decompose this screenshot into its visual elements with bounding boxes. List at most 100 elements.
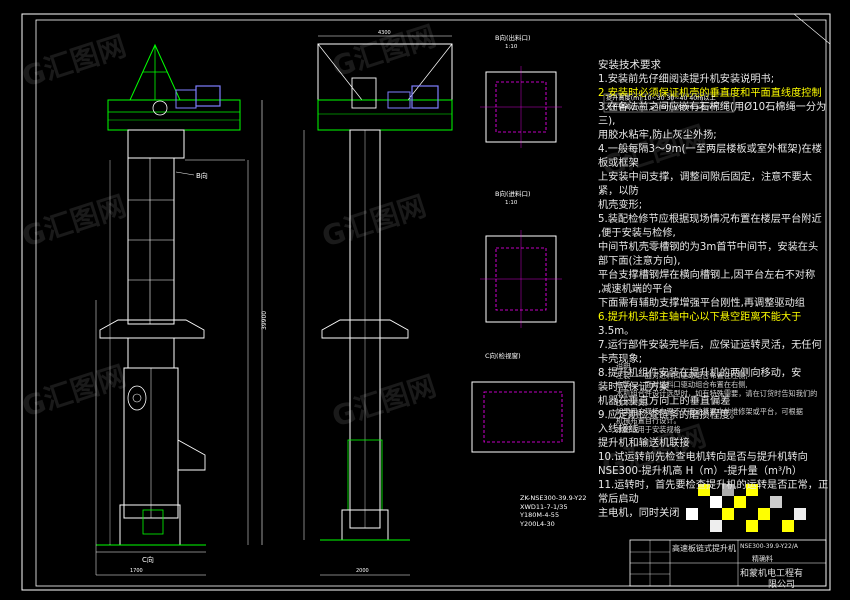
total-height-label: 39900 — [261, 311, 268, 330]
spec-table — [603, 93, 735, 113]
overlay-note-line: 如果用户现场布置不下驱动装置中的维修架或平台，可根据 — [616, 407, 803, 416]
parts-list-item: Y180M-4-55 — [520, 511, 560, 519]
company-name: 和蒙机电工程有 — [740, 569, 804, 579]
note-line: 3.在各法兰之间应嵌有石棉绳(用Ø10石棉绳一分为 — [598, 102, 827, 113]
bottom-dim-left-label: 1700 — [130, 568, 143, 574]
overlay-note-line: 技术人员。 — [616, 398, 652, 407]
note-line: 板或框架 — [598, 158, 639, 169]
outer-border — [21, 13, 831, 591]
note-line: 平台支撑槽钢焊在横向槽钢上,因平台左右不对称 — [598, 270, 816, 281]
note-line: 5.装配检修节应根据现场情况布置在楼层平台附近 — [598, 214, 822, 225]
parts-list-item: XWD11-7-1/35 — [520, 502, 568, 511]
note-line: 上安装中间支撑，调整间隙后固定，注意不要太 — [598, 172, 812, 183]
casing-upper — [127, 157, 175, 325]
pixelated-mark — [686, 484, 806, 532]
spec-row-1: 提升高度(m) 10~30 30~40 40m以上 — [606, 95, 716, 102]
side-reducer — [387, 91, 411, 109]
parts-list-item: Y200L4-30 — [520, 519, 555, 528]
side-width-label: 4300 — [378, 30, 391, 36]
outlet-view-scale: 1:10 — [505, 44, 518, 50]
inlet-chute — [177, 439, 206, 471]
material-label: 精确料 — [752, 555, 773, 563]
inlet-view-label: B向(进料口) — [495, 189, 531, 198]
note-line: 11.运转时，首先要检查提升机的运转是否正常，正 — [598, 480, 829, 491]
tail-sprocket-box — [142, 509, 164, 535]
side-mid-platform — [321, 319, 409, 339]
overlay-note-line: 说明 — [616, 362, 631, 371]
note-line: 入线接线 — [598, 424, 639, 435]
note-line: 3.5m。 — [598, 326, 635, 337]
outlet-view-label: B向(出料口) — [495, 33, 531, 42]
note-line: 1.安装前先仔细阅读提升机安装说明书; — [598, 74, 775, 85]
front-elevation: B向 C向 39900 1700 — [95, 43, 268, 576]
note-line: 4.一般每隔3～9m(一至两层楼板或室外框架)在楼 — [598, 144, 822, 155]
tail-housing — [119, 504, 181, 546]
side-bottom-dim-label: 2000 — [356, 568, 369, 574]
detail-view-outlet: B向(出料口) 1:10 — [480, 33, 562, 148]
detail-view-section: C向(检视窗) — [471, 351, 575, 453]
note-line: 三), — [598, 116, 616, 127]
notes-list: 1.安装前先仔细阅读提升机安装说明书; 2.安装时必须保证机壳的垂直度和平面直线度… — [598, 73, 829, 521]
spec-table-text: 提升高度(m) 10~30 30~40 40m以上 允许偏差(mm) ≤4mm … — [606, 94, 717, 112]
side-diag1 — [317, 43, 363, 101]
note-line: 机器在垂直方向上的垂直偏差 — [598, 396, 731, 407]
note-line: 10.试运转前先检查电机转向是否与提升机转向 — [598, 452, 808, 463]
note-line: 中间节机壳零槽钢的为3m首节中间节，安装在头 — [598, 242, 819, 253]
mid-platform — [99, 319, 205, 339]
note-line: 6.提升机头部主轴中心以下悬空距离不能大于 — [598, 312, 802, 323]
note-line: ,便于安装与检修, — [598, 228, 676, 239]
note-line: NSE300-提升机高 H（m）-提升量（m³/h） — [598, 466, 803, 477]
side-head — [351, 77, 377, 109]
drive-motor — [195, 85, 221, 107]
note-line: 下面需有辅助支撑增强平台刚性,再调整驱动组 — [598, 298, 805, 309]
section-inner — [483, 391, 563, 443]
inlet-view-scale: 1:10 — [505, 200, 518, 206]
note-line: 9.应定期检查链条的磨损程度。 — [598, 410, 741, 421]
head-sprocket — [152, 100, 168, 116]
side-elevation: 4300 2000 — [303, 30, 453, 576]
arrow-c-label: C向 — [142, 555, 154, 564]
spec-row-2: 允许偏差(mm) ≤4mm ≤6mm ≤8mm — [606, 104, 718, 111]
overlay-note-line: 左装——面对进料口驱动组合布置在左侧, — [616, 371, 748, 380]
corner-trim — [793, 13, 831, 45]
side-platform — [317, 99, 453, 131]
drawing-number: NSE300-39.9-Y22/A — [740, 543, 798, 550]
drawing-name: 高速板链式提升机 — [672, 544, 736, 553]
note-line: 常后启动 — [598, 494, 639, 505]
note-line: 紧，以防 — [598, 186, 639, 197]
note-line: 部下面(注意方向), — [598, 256, 681, 267]
overlay-notes: 说明左装——面对进料口驱动组合布置在左侧,右装——面对进料口驱动组合布置在右侧,… — [616, 362, 817, 434]
overlay-note-line: 本图适用于安装规格 — [616, 425, 681, 434]
section-outer — [471, 381, 575, 453]
detail-view-inlet: B向(进料口) 1:10 — [480, 189, 562, 328]
parts-list-item: ZK-NSE300-39.9-Y22 — [520, 494, 587, 502]
note-line: ,减速机端的平台 — [598, 284, 673, 295]
note-line: 提升机和输送机联接 — [598, 438, 690, 449]
inspection-door-icon — [127, 385, 147, 411]
reducer — [175, 89, 197, 109]
overlay-note-line: 机械布置自行设计。 — [616, 416, 681, 425]
installation-notes: 安装技术要求 1.安装前先仔细阅读提升机安装说明书; 2.安装时必须保证机壳的垂直… — [598, 58, 829, 521]
side-diag2 — [407, 43, 453, 101]
side-motor — [411, 85, 439, 109]
head-casing — [127, 129, 185, 159]
casing-lower — [127, 337, 175, 369]
notes-title: 安装技术要求 — [598, 59, 661, 71]
arrow-b-label: B向 — [196, 171, 208, 180]
title-block — [629, 539, 827, 587]
company-name-2: 限公司 — [768, 580, 796, 590]
inner-border — [35, 19, 827, 587]
note-line: 7.运行部件安装完毕后，应保证运转灵活，无任何 — [598, 340, 822, 351]
note-line: 用胶水粘牢,防止灰尘外扬; — [598, 130, 717, 141]
section-view-label: C向(检视窗) — [485, 351, 521, 360]
arrow-b-leader — [175, 171, 195, 176]
note-line: 主电机，同时关闭 — [598, 508, 680, 519]
note-line: 8.提升机组件安装在提升机的两侧向移动，安 — [598, 368, 802, 379]
note-line: 2.安装时必须保证机壳的垂直度和平面直线度控制 — [598, 88, 822, 99]
note-line: 机壳变形; — [598, 200, 643, 211]
overlay-note-line: 右装——面对进料口驱动组合布置在右侧, — [616, 380, 748, 389]
note-line: 卡壳现象; — [598, 354, 643, 365]
overlay-note-line: 本机组合件设计选型时，如有特殊需要，请在订货时告知我们的 — [616, 389, 818, 398]
